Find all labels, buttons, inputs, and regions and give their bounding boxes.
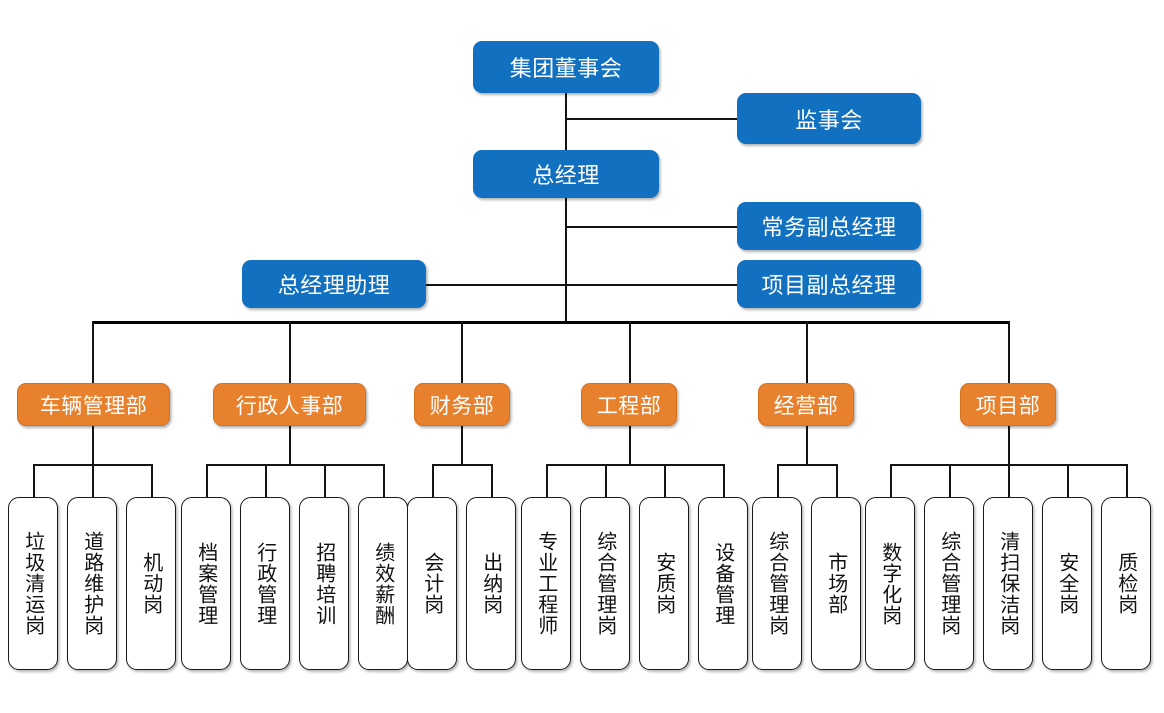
connector-dept4-bar [546,464,724,466]
post-label: 行政管理 [253,541,278,626]
connector-dept4-post3 [664,464,666,498]
connector-dept3-bar [432,464,492,466]
post-label: 安质岗 [652,552,677,615]
post-label: 清扫保洁岗 [996,531,1021,636]
connector-dept4-post4 [723,464,725,498]
node-post-road-maintenance[interactable]: 道路维护岗 [67,497,117,670]
connector-board-to-gm [565,93,567,151]
node-post-digitalization[interactable]: 数字化岗 [865,497,915,670]
node-executive-vice-gm[interactable]: 常务副总经理 [737,202,921,250]
node-project-vice-gm[interactable]: 项目副总经理 [737,260,921,308]
node-department-operations[interactable]: 经营部 [758,383,854,426]
connector-dept6-post2 [949,464,951,498]
connector-dept6-post3 [1008,464,1010,498]
node-post-cleaning-sanitation[interactable]: 清扫保洁岗 [983,497,1033,670]
connector-dept1-post2 [92,464,94,498]
post-label: 安全岗 [1055,552,1080,615]
post-label: 综合管理岗 [937,531,962,636]
connector-bus-to-dept-5 [806,321,808,383]
connector-dept3-stem [461,425,463,465]
connector-dept2-stem [289,425,291,465]
connector-dept2-post1 [206,464,208,498]
connector-dept5-bar [777,464,837,466]
node-post-recruitment-training[interactable]: 招聘培训 [299,497,349,670]
connector-gm-to-exec-vp [565,226,738,228]
post-label: 质检岗 [1114,552,1139,615]
post-label: 招聘培训 [312,541,337,626]
connector-dept5-post2 [836,464,838,498]
node-post-safety[interactable]: 安全岗 [1042,497,1092,670]
connector-dept1-post1 [33,464,35,498]
post-label: 垃圾清运岗 [21,531,46,636]
post-label: 道路维护岗 [80,531,105,636]
department-bus [92,321,1009,324]
connector-dept6-post5 [1126,464,1128,498]
node-post-waste-removal[interactable]: 垃圾清运岗 [8,497,58,670]
node-post-engineering-general-management[interactable]: 综合管理岗 [580,497,630,670]
node-supervisory-board[interactable]: 监事会 [737,93,921,144]
connector-bus-to-dept-1 [92,321,94,383]
connector-dept5-post1 [777,464,779,498]
connector-dept6-stem [1008,425,1010,465]
node-department-engineering[interactable]: 工程部 [581,383,677,426]
connector-bus-to-dept-3 [461,321,463,383]
node-post-project-general-management[interactable]: 综合管理岗 [924,497,974,670]
connector-dept5-stem [806,425,808,465]
node-group-board[interactable]: 集团董事会 [473,41,659,93]
connector-dept6-post1 [890,464,892,498]
node-post-cashier[interactable]: 出纳岗 [466,497,516,670]
connector-dept2-post2 [265,464,267,498]
node-post-quality-inspection[interactable]: 质检岗 [1101,497,1151,670]
node-post-mobile-duty[interactable]: 机动岗 [126,497,176,670]
post-label: 机动岗 [139,552,164,615]
post-label: 设备管理 [711,541,736,626]
node-post-professional-engineer[interactable]: 专业工程师 [521,497,571,670]
connector-gm-to-project-vp [565,284,738,286]
connector-dept4-stem [629,425,631,465]
node-post-administration[interactable]: 行政管理 [240,497,290,670]
node-post-operations-general-management[interactable]: 综合管理岗 [752,497,802,670]
node-post-performance-compensation[interactable]: 绩效薪酬 [358,497,408,670]
connector-dept3-post2 [491,464,493,498]
connector-bus-to-dept-2 [289,321,291,383]
post-label: 综合管理岗 [593,531,618,636]
connector-dept6-post4 [1067,464,1069,498]
node-post-equipment-management[interactable]: 设备管理 [698,497,748,670]
connector-board-to-supervisory [565,118,738,120]
connector-dept1-stem [92,425,94,465]
connector-dept4-post2 [605,464,607,498]
post-label: 专业工程师 [534,531,559,636]
post-label: 市场部 [824,552,849,615]
connector-dept1-post3 [151,464,153,498]
post-label: 绩效薪酬 [371,541,396,626]
connector-gm-to-assistant [426,284,566,286]
node-post-safety-quality[interactable]: 安质岗 [639,497,689,670]
node-post-archive-management[interactable]: 档案管理 [181,497,231,670]
connector-dept2-post3 [324,464,326,498]
node-post-marketing[interactable]: 市场部 [811,497,861,670]
connector-gm-trunk [565,198,567,322]
post-label: 数字化岗 [878,541,903,626]
connector-dept2-bar [206,464,384,466]
post-label: 档案管理 [194,541,219,626]
node-department-vehicle-management[interactable]: 车辆管理部 [17,383,170,426]
connector-dept4-post1 [546,464,548,498]
node-department-finance[interactable]: 财务部 [414,383,510,426]
node-department-admin-hr[interactable]: 行政人事部 [213,383,366,426]
node-gm-assistant[interactable]: 总经理助理 [242,260,426,308]
connector-bus-to-dept-4 [629,321,631,383]
connector-dept2-post4 [383,464,385,498]
node-department-project[interactable]: 项目部 [960,383,1056,426]
node-post-accounting[interactable]: 会计岗 [407,497,457,670]
node-general-manager[interactable]: 总经理 [473,150,659,198]
post-label: 出纳岗 [479,552,504,615]
post-label: 综合管理岗 [765,531,790,636]
connector-dept3-post1 [432,464,434,498]
connector-bus-to-dept-6 [1008,321,1010,383]
post-label: 会计岗 [420,552,445,615]
